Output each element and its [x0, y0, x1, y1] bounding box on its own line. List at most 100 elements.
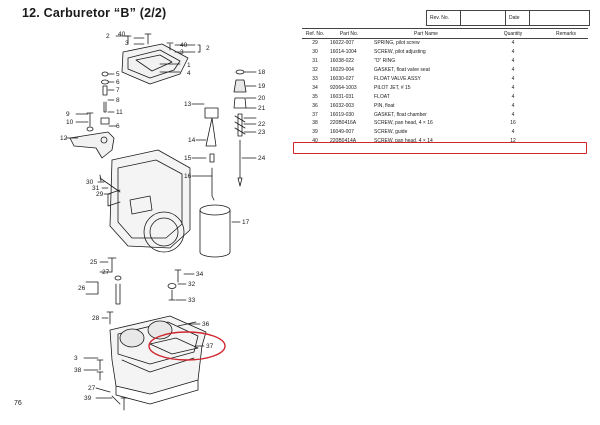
part-no-cell: 16019-030	[330, 111, 354, 118]
page-title: 12. Carburetor “B” (2/2)	[22, 6, 167, 20]
callout-label: 31	[92, 185, 100, 192]
callout-label: 24	[258, 155, 266, 162]
table-row: 33 16030-027 FLOAT VALVE ASSY 4	[302, 75, 588, 84]
parts-table: Ref. No. Part No. Part Name Quantity Rem…	[302, 28, 588, 146]
callout-label: 2	[106, 33, 110, 40]
part-no-cell: 92064-1003	[330, 84, 357, 91]
callout-label: 23	[258, 129, 266, 136]
callout-label: 3	[180, 49, 184, 56]
callout-label: 34	[196, 271, 204, 278]
revision-box: Rev. No. Date	[426, 10, 590, 26]
callout-label: 3	[74, 355, 78, 362]
callout-label: 33	[188, 297, 196, 304]
highlight-ellipse-37	[148, 331, 226, 361]
rev-no-label: Rev. No.	[427, 11, 461, 25]
part-no-cell: 16014-1004	[330, 49, 357, 56]
callout-label: 6	[116, 79, 120, 86]
remarks-cell	[544, 83, 588, 92]
part-name-cell: GASKET, float chamber	[374, 111, 427, 118]
callout-label: 12	[60, 135, 68, 142]
quantity-cell: 4	[511, 67, 515, 74]
col-header-ref: Ref. No.	[302, 28, 328, 39]
quantity-cell: 4	[511, 40, 515, 47]
callout-label: 11	[116, 109, 123, 116]
callout-label: 3	[125, 40, 129, 47]
callout-label: 28	[92, 315, 100, 322]
ref-cell: 39	[312, 129, 318, 136]
callout-label: 36	[202, 321, 210, 328]
part-name-cell: SCREW, guide	[374, 129, 408, 136]
col-header-quantity: Quantity	[482, 28, 544, 39]
part-no-cell: 16022-007	[330, 40, 354, 47]
callout-label: 25	[90, 259, 98, 266]
remarks-cell	[544, 75, 588, 84]
callout-label: 27	[102, 269, 110, 276]
callout-label: 5	[116, 71, 120, 78]
ref-cell: 35	[312, 93, 318, 100]
remarks-cell	[544, 128, 588, 137]
ref-cell: 38	[312, 120, 318, 127]
part-no-cell: 16029-004	[330, 67, 354, 74]
date-label: Date	[506, 11, 530, 25]
table-row: 39 16049-007 SCREW, guide 4	[302, 128, 588, 137]
remarks-cell	[544, 92, 588, 101]
callout-label: 39	[84, 395, 92, 402]
part-no-cell: 16049-007	[330, 129, 354, 136]
remarks-cell	[544, 39, 588, 48]
part-name-cell: FLOAT VALVE ASSY	[374, 76, 421, 82]
quantity-cell: 4	[511, 129, 515, 136]
remarks-cell	[544, 119, 588, 128]
remarks-cell	[544, 48, 588, 57]
callout-label: 15	[184, 155, 192, 162]
date-value	[530, 11, 589, 25]
quantity-cell: 4	[511, 76, 515, 82]
part-name-cell: SCREW, pan head, 4 × 16	[374, 120, 433, 127]
highlight-box-row-37	[293, 142, 587, 154]
part-no-cell: 220B0414A	[330, 138, 357, 145]
ref-cell: 40	[312, 138, 318, 145]
remarks-cell	[544, 66, 588, 75]
quantity-cell: 4	[511, 84, 515, 91]
ref-cell: 37	[312, 111, 318, 118]
callout-label: 2	[206, 45, 210, 52]
quantity-cell: 4	[511, 58, 515, 65]
part-no-cell: 16031-031	[330, 93, 354, 100]
part-name-cell: SPRING, pilot screw	[374, 40, 420, 47]
part-no-cell: 16030-027	[330, 76, 354, 82]
ref-cell: 33	[312, 76, 318, 82]
table-header-row: Ref. No. Part No. Part Name Quantity Rem…	[302, 28, 588, 39]
callout-label: 4	[187, 70, 191, 77]
callout-label: 18	[258, 69, 266, 76]
callout-label: 30	[86, 179, 94, 186]
remarks-cell	[544, 110, 588, 119]
part-name-cell: SCREW, pilot adjusting	[374, 49, 426, 56]
part-no-cell: 16038-022	[330, 58, 354, 65]
ref-cell: 30	[312, 49, 318, 56]
callout-label: 27	[88, 385, 96, 392]
quantity-cell: 4	[511, 102, 515, 109]
col-header-part-name: Part Name	[370, 28, 482, 39]
ref-cell: 29	[312, 40, 318, 47]
page-number: 76	[14, 400, 22, 407]
quantity-cell: 12	[510, 138, 516, 145]
callout-label: 8	[116, 97, 120, 104]
callout-label: 7	[116, 87, 120, 94]
callout-label: 32	[188, 281, 196, 288]
callout-label: 10	[66, 119, 74, 126]
callout-label: 40	[118, 31, 126, 38]
callout-label: 26	[78, 285, 86, 292]
callout-label: 1	[187, 62, 191, 69]
callout-label: 17	[242, 219, 250, 226]
remarks-cell	[544, 57, 588, 66]
part-no-cell: 16032-003	[330, 102, 354, 109]
callout-label: 16	[184, 173, 192, 180]
callout-label: 6	[116, 123, 120, 130]
